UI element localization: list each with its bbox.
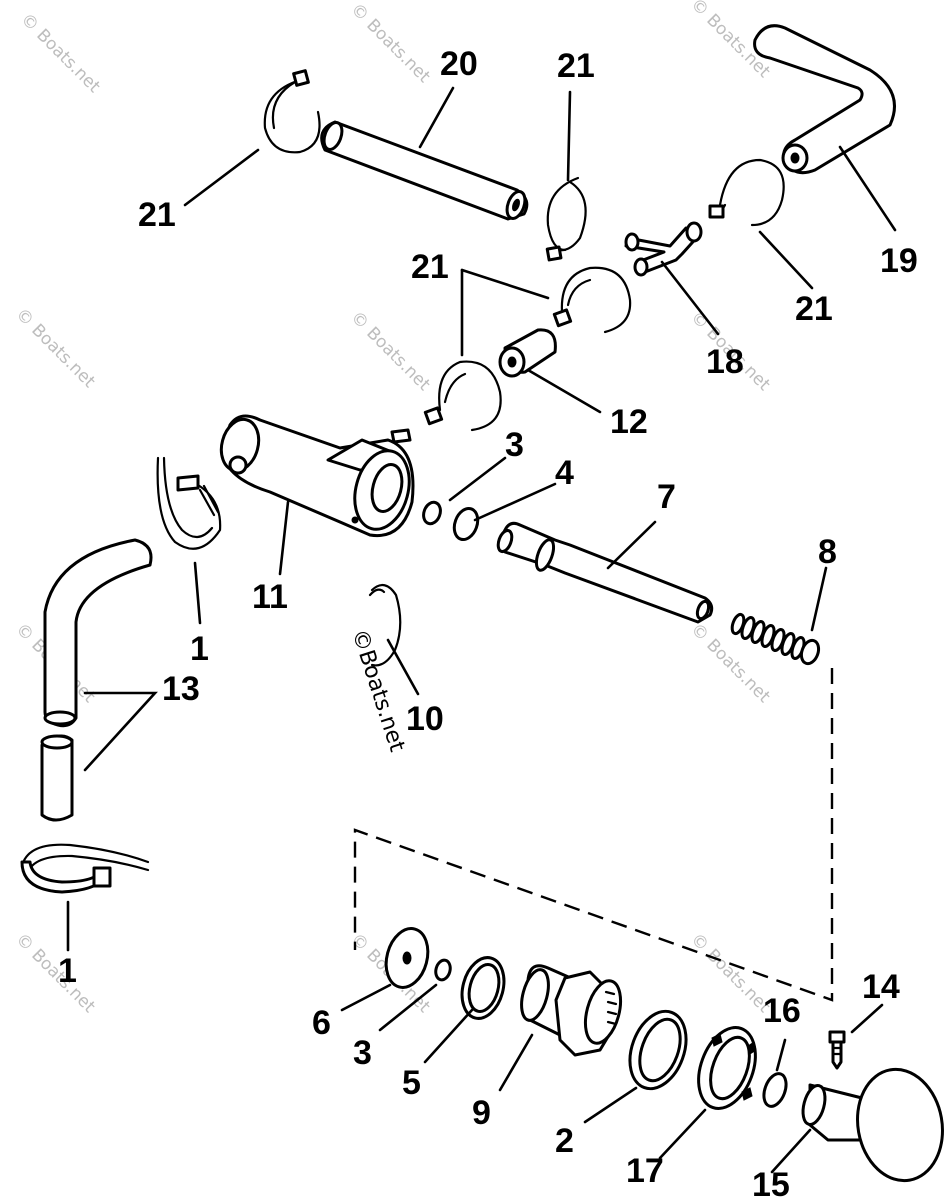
watermark: © Boats.net xyxy=(16,9,104,97)
part-21-clamp-d xyxy=(552,266,632,334)
callout-14: 14 xyxy=(862,968,900,1006)
part-4-seal-top xyxy=(452,507,480,541)
callout-11: 11 xyxy=(252,578,288,616)
part-20-hose xyxy=(320,120,529,221)
callout-9: 9 xyxy=(472,1094,491,1132)
callout-21: 21 xyxy=(138,196,176,234)
callout-12: 12 xyxy=(610,403,648,441)
callout-16: 16 xyxy=(763,992,801,1030)
part-16-oring xyxy=(762,1072,788,1108)
part-21-clamp-e xyxy=(423,360,502,432)
callout-17: 17 xyxy=(626,1152,664,1190)
part-1-tie-bottom xyxy=(20,843,150,894)
part-18-tee-fitting xyxy=(624,221,703,277)
callout-15: 15 xyxy=(752,1166,790,1200)
callout-3: 3 xyxy=(353,1034,372,1072)
callout-1: 1 xyxy=(190,630,209,668)
part-3-oring-bottom xyxy=(434,958,452,982)
part-15-knob xyxy=(801,1067,944,1183)
callout-4: 4 xyxy=(555,454,574,492)
callouts: 20 21 21 21 21 19 18 12 3 4 7 8 11 1 13 … xyxy=(58,45,918,1200)
part-5-seal xyxy=(460,956,506,1020)
part-3-oring-top xyxy=(422,500,442,526)
part-6-washer xyxy=(384,927,430,989)
part-21-clamp-a xyxy=(263,69,321,154)
watermark: © Boats.net xyxy=(686,929,774,1017)
part-14-screw xyxy=(828,1030,846,1070)
part-21-clamp-b xyxy=(545,176,587,262)
part-12-sleeve xyxy=(498,328,557,378)
callout-21: 21 xyxy=(411,248,449,286)
callout-21: 21 xyxy=(795,290,833,328)
callout-19: 19 xyxy=(880,242,918,280)
callout-21: 21 xyxy=(557,47,595,85)
callout-13: 13 xyxy=(162,670,200,708)
part-9-bushing xyxy=(520,964,623,1057)
watermark-inline: ©Boats.net xyxy=(346,626,409,755)
part-21-clamp-c xyxy=(708,158,785,227)
watermark: © Boats.net xyxy=(346,307,434,395)
part-1-tie-top xyxy=(156,456,222,550)
callout-18: 18 xyxy=(706,343,744,381)
part-7-shaft xyxy=(496,521,714,624)
part-19-bent-hose xyxy=(753,24,896,175)
part-8-spring xyxy=(730,612,821,666)
callout-20: 20 xyxy=(440,45,478,83)
callout-3: 3 xyxy=(505,426,524,464)
assembly-dashed-line xyxy=(353,668,834,1002)
callout-10: 10 xyxy=(406,700,444,738)
callout-7: 7 xyxy=(657,478,676,516)
part-11-pump-housing xyxy=(219,414,415,538)
callout-2: 2 xyxy=(555,1122,574,1160)
part-17-bezel-nut xyxy=(697,1026,757,1110)
callout-1: 1 xyxy=(58,952,77,990)
watermark: © Boats.net xyxy=(11,304,99,392)
part-10-clip xyxy=(368,583,402,667)
part-13-hose xyxy=(40,538,153,822)
watermark: © Boats.net xyxy=(11,929,99,1017)
callout-5: 5 xyxy=(402,1064,421,1102)
callout-8: 8 xyxy=(818,533,837,571)
watermark: © Boats.net xyxy=(346,0,434,87)
part-2-ring xyxy=(628,1009,688,1091)
leader-lines xyxy=(66,86,897,1174)
callout-6: 6 xyxy=(312,1004,331,1042)
